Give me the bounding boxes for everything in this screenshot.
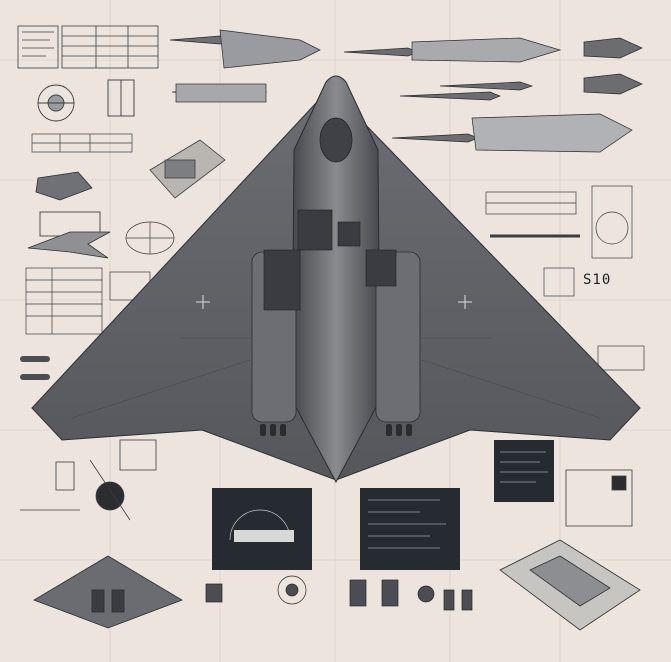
info-panel-right	[494, 440, 554, 502]
spec-table-left	[25, 267, 151, 335]
spec-table-mid-left	[31, 133, 133, 153]
info-panel-center-left	[212, 488, 312, 570]
missile-icon	[169, 29, 321, 103]
sensor-disc	[125, 221, 175, 255]
aircraft-side-icon	[27, 231, 111, 259]
landing-gear-detail	[20, 439, 157, 521]
missile-stack	[343, 37, 643, 153]
info-panel-center-right	[360, 488, 460, 570]
engine-icon	[35, 171, 101, 237]
turret-icon	[37, 79, 135, 122]
drawing-code-label: S10	[583, 272, 612, 288]
aircraft-planform-icon	[31, 75, 641, 484]
gear-icon	[205, 575, 473, 611]
spec-table-topleft	[17, 25, 159, 69]
cockpit-detail	[149, 139, 226, 199]
isometric-module	[499, 539, 641, 631]
aircraft-small-icon	[33, 555, 183, 629]
missile-small-icon	[20, 356, 50, 380]
right-parts	[485, 185, 645, 371]
control-box	[565, 469, 633, 527]
